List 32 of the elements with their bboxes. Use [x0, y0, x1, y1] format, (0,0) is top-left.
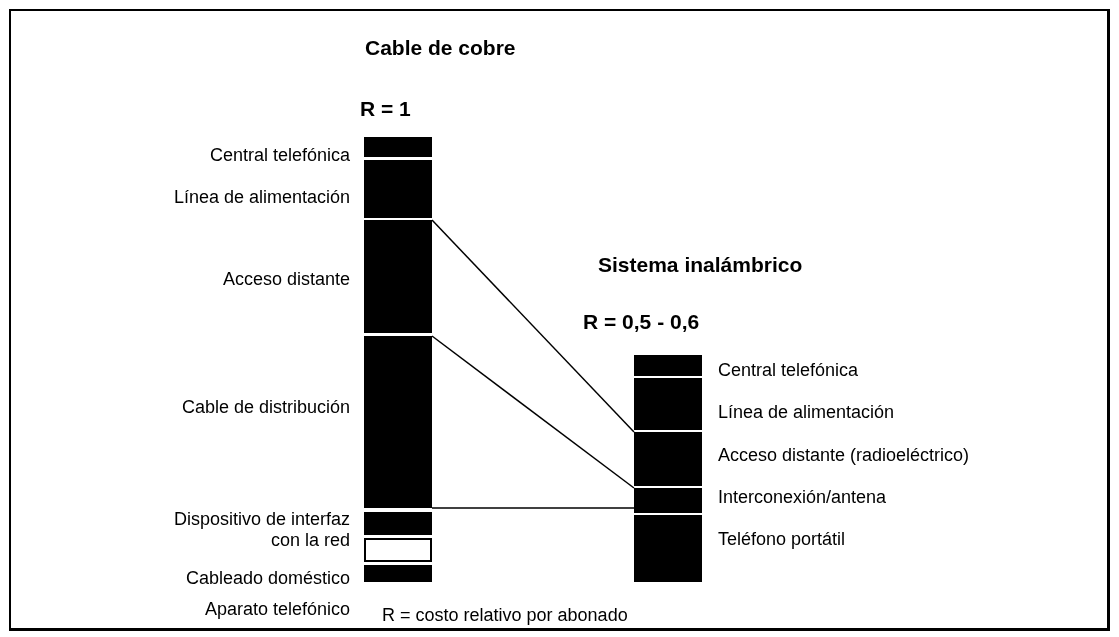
filled-bar-segment	[634, 355, 702, 376]
filled-bar-segment	[634, 432, 702, 486]
filled-bar-segment	[364, 220, 432, 333]
segment-label: Dispositivo de interfaz con la red	[172, 509, 350, 551]
filled-bar-segment	[634, 488, 702, 513]
note: R = costo relativo por abonado	[382, 605, 628, 626]
segment-label: Aparato telefónico	[204, 599, 350, 620]
filled-bar-segment	[364, 565, 432, 582]
filled-bar-segment	[634, 378, 702, 430]
filled-bar-segment	[634, 515, 702, 582]
filled-bar-segment	[364, 160, 432, 218]
connector-line	[431, 507, 635, 509]
segment-label: Central telefónica	[718, 360, 859, 381]
ratio-label: R = 0,5 - 0,6	[583, 311, 700, 332]
ratio-label: R = 1	[360, 98, 411, 119]
segment-label: Central telefónica	[209, 145, 350, 166]
column-heading: Sistema inalámbrico	[598, 254, 803, 275]
segment-label: Acceso distante	[222, 269, 350, 290]
segment-label: Acceso distante (radioeléctrico)	[718, 445, 970, 466]
segment-label: Cable de distribución	[181, 397, 350, 418]
segment-label: Interconexión/antena	[718, 487, 887, 508]
connector-line	[431, 219, 635, 433]
filled-bar-segment	[364, 512, 432, 535]
empty-bar-segment	[364, 538, 432, 562]
segment-label: Teléfono portátil	[718, 529, 846, 550]
filled-bar-segment	[364, 336, 432, 508]
connector-line	[431, 335, 635, 489]
segment-label: Línea de alimentación	[718, 402, 895, 423]
segment-label: Línea de alimentación	[173, 187, 350, 208]
column-heading: Cable de cobre	[365, 37, 516, 58]
filled-bar-segment	[364, 137, 432, 157]
segment-label: Cableado doméstico	[185, 568, 350, 589]
